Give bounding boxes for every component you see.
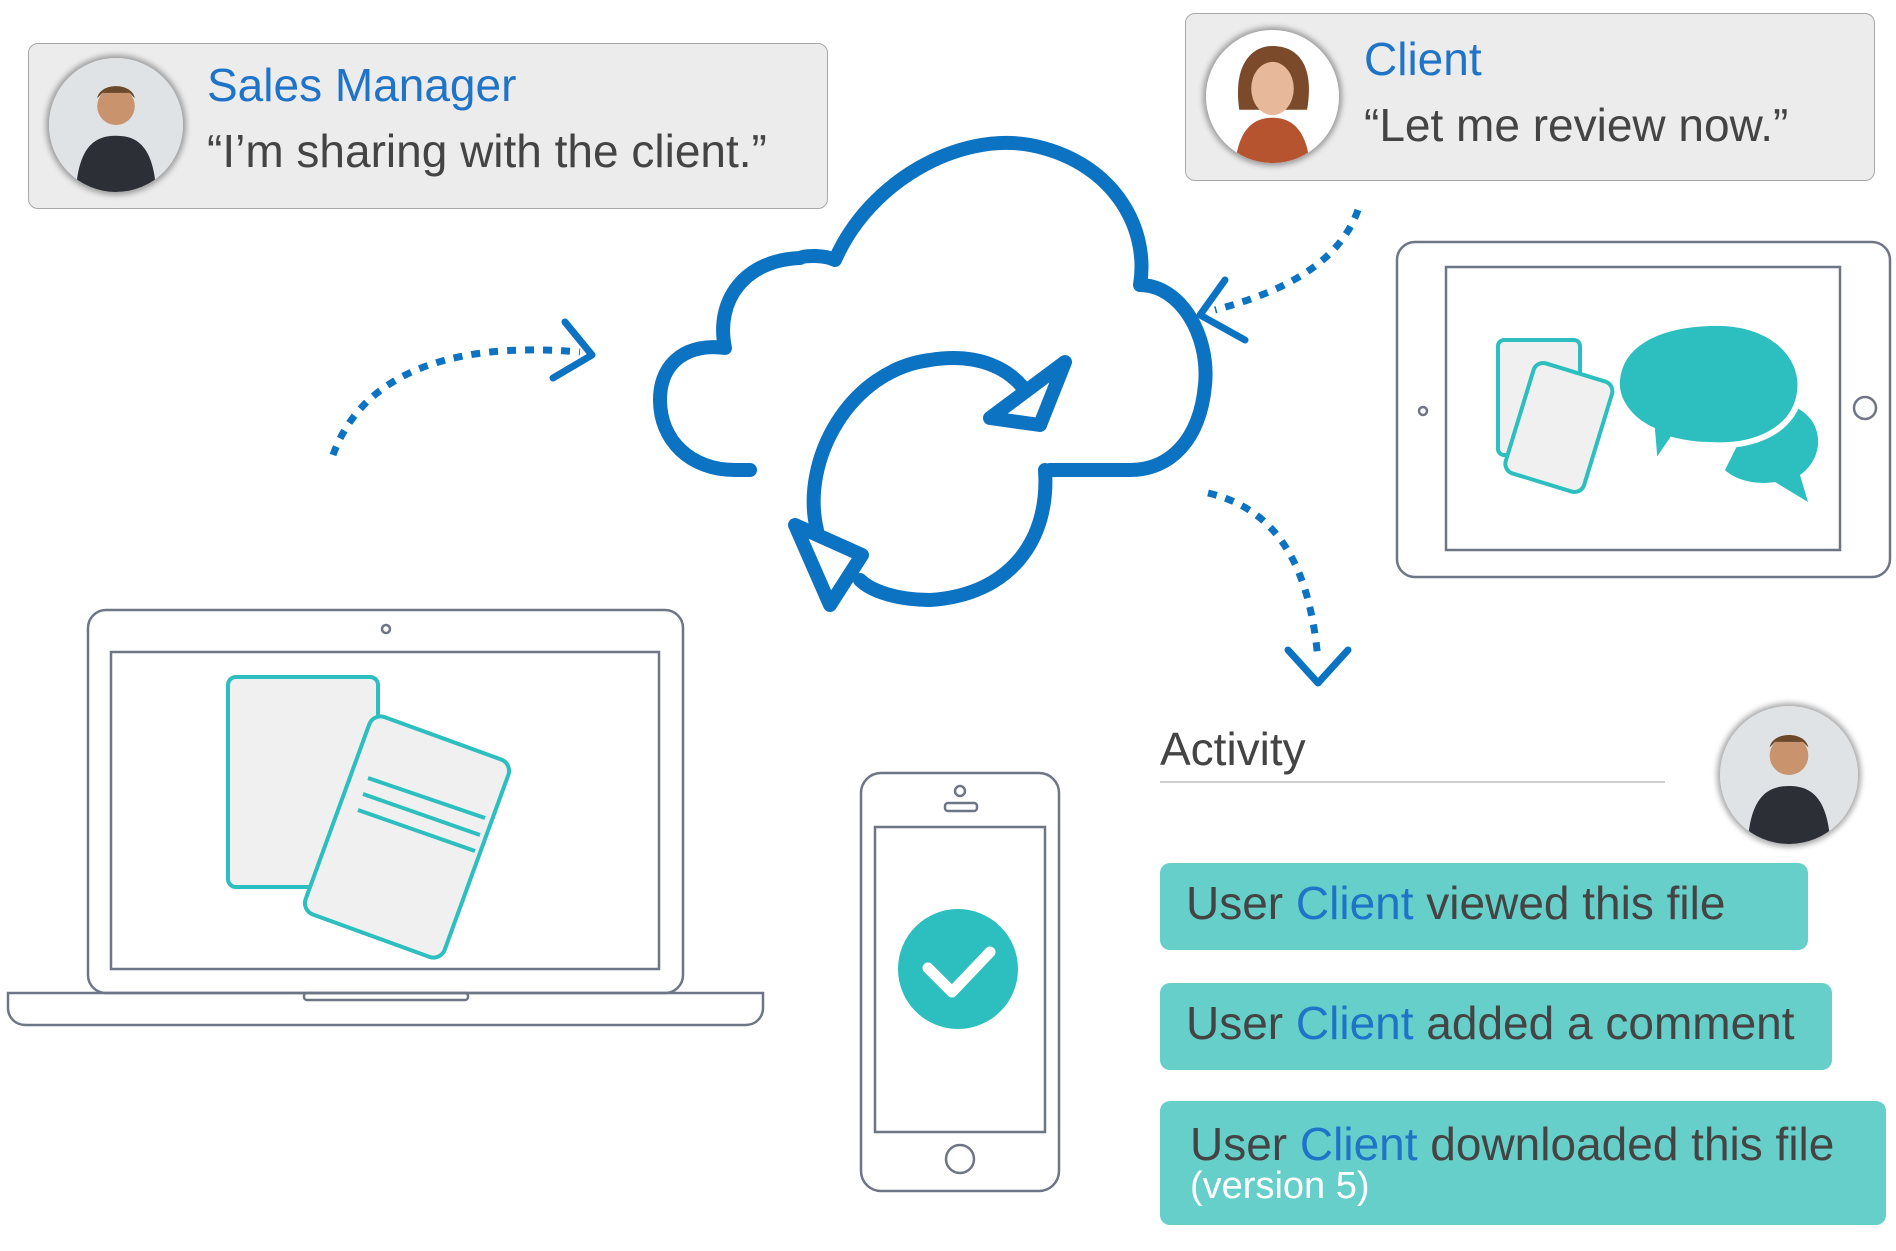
activity-item-user: Client	[1299, 1118, 1418, 1170]
activity-item-prefix: User	[1186, 997, 1296, 1049]
sales-manager-role: Sales Manager	[207, 59, 517, 111]
activity-item[interactable]: User Client added a comment	[1160, 983, 1832, 1070]
activity-item-prefix: User	[1186, 877, 1296, 929]
laptop-doc-front	[302, 714, 512, 960]
laptop-camera	[380, 623, 392, 635]
cloud-sync-icon	[653, 135, 1213, 612]
chat-bubbles-icon	[1613, 319, 1819, 502]
activity-divider	[1160, 781, 1665, 783]
arrow-head-tablet-to-cloud	[1196, 276, 1249, 344]
arrow-tablet-to-cloud	[1214, 208, 1362, 314]
activity-item[interactable]: User Client viewed this file	[1160, 863, 1808, 950]
activity-avatar	[1720, 706, 1858, 844]
tablet-home-button	[1852, 395, 1878, 421]
activity-title: Activity	[1160, 723, 1306, 775]
tablet-documents	[1496, 338, 1615, 494]
sales-manager-avatar	[49, 58, 183, 192]
client-callout: Client “Let me review now.”	[1185, 13, 1875, 181]
activity-item-action: viewed this file	[1413, 877, 1726, 929]
tablet-screen	[1444, 265, 1842, 552]
sales-manager-quote: “I’m sharing with the client.”	[207, 125, 767, 177]
laptop-icon	[6, 608, 765, 1027]
tablet-icon	[1395, 240, 1892, 579]
arrow-laptop-to-cloud	[329, 346, 581, 457]
phone-body	[859, 771, 1061, 1193]
arrow-head-cloud-to-activity	[1284, 646, 1352, 687]
flow-arrows	[329, 208, 1362, 687]
sync-arrowhead-bottom	[788, 518, 869, 612]
sync-arrowhead-top	[983, 355, 1072, 432]
checkmark-icon	[898, 909, 1018, 1029]
person-icon	[1720, 706, 1858, 844]
phone-screen	[873, 825, 1047, 1134]
laptop-base	[6, 991, 765, 1027]
activity-item-action: downloaded this file	[1417, 1118, 1835, 1170]
activity-item-action: added a comment	[1413, 997, 1795, 1049]
phone-camera	[953, 784, 967, 798]
tablet-body	[1395, 240, 1892, 579]
sync-arc-bottom	[853, 463, 1053, 608]
laptop-doc-lines	[357, 776, 486, 853]
activity-item[interactable]: User Client downloaded this file (versio…	[1160, 1101, 1886, 1225]
client-quote: “Let me review now.”	[1364, 99, 1789, 151]
document-icon	[226, 675, 512, 960]
arrow-head-laptop-to-cloud	[549, 318, 596, 382]
phone-icon	[859, 771, 1061, 1193]
phone-speaker	[943, 801, 979, 813]
laptop-screen	[109, 650, 661, 971]
activity-item-note: (version 5)	[1190, 1165, 1370, 1207]
tablet-camera	[1417, 405, 1429, 417]
activity-item-prefix: User	[1190, 1118, 1300, 1170]
phone-home-button	[944, 1143, 976, 1175]
client-role: Client	[1364, 33, 1482, 85]
person-icon	[1206, 30, 1339, 163]
client-avatar	[1206, 30, 1339, 163]
person-icon	[49, 58, 183, 192]
activity-item-user: Client	[1295, 997, 1414, 1049]
sales-manager-callout: Sales Manager “I’m sharing with the clie…	[28, 43, 828, 209]
arrow-cloud-to-activity	[1207, 489, 1322, 661]
activity-item-user: Client	[1295, 877, 1414, 929]
cloud-outline	[653, 135, 1213, 477]
laptop-notch	[302, 991, 470, 1002]
sync-arc-top	[806, 351, 1032, 537]
